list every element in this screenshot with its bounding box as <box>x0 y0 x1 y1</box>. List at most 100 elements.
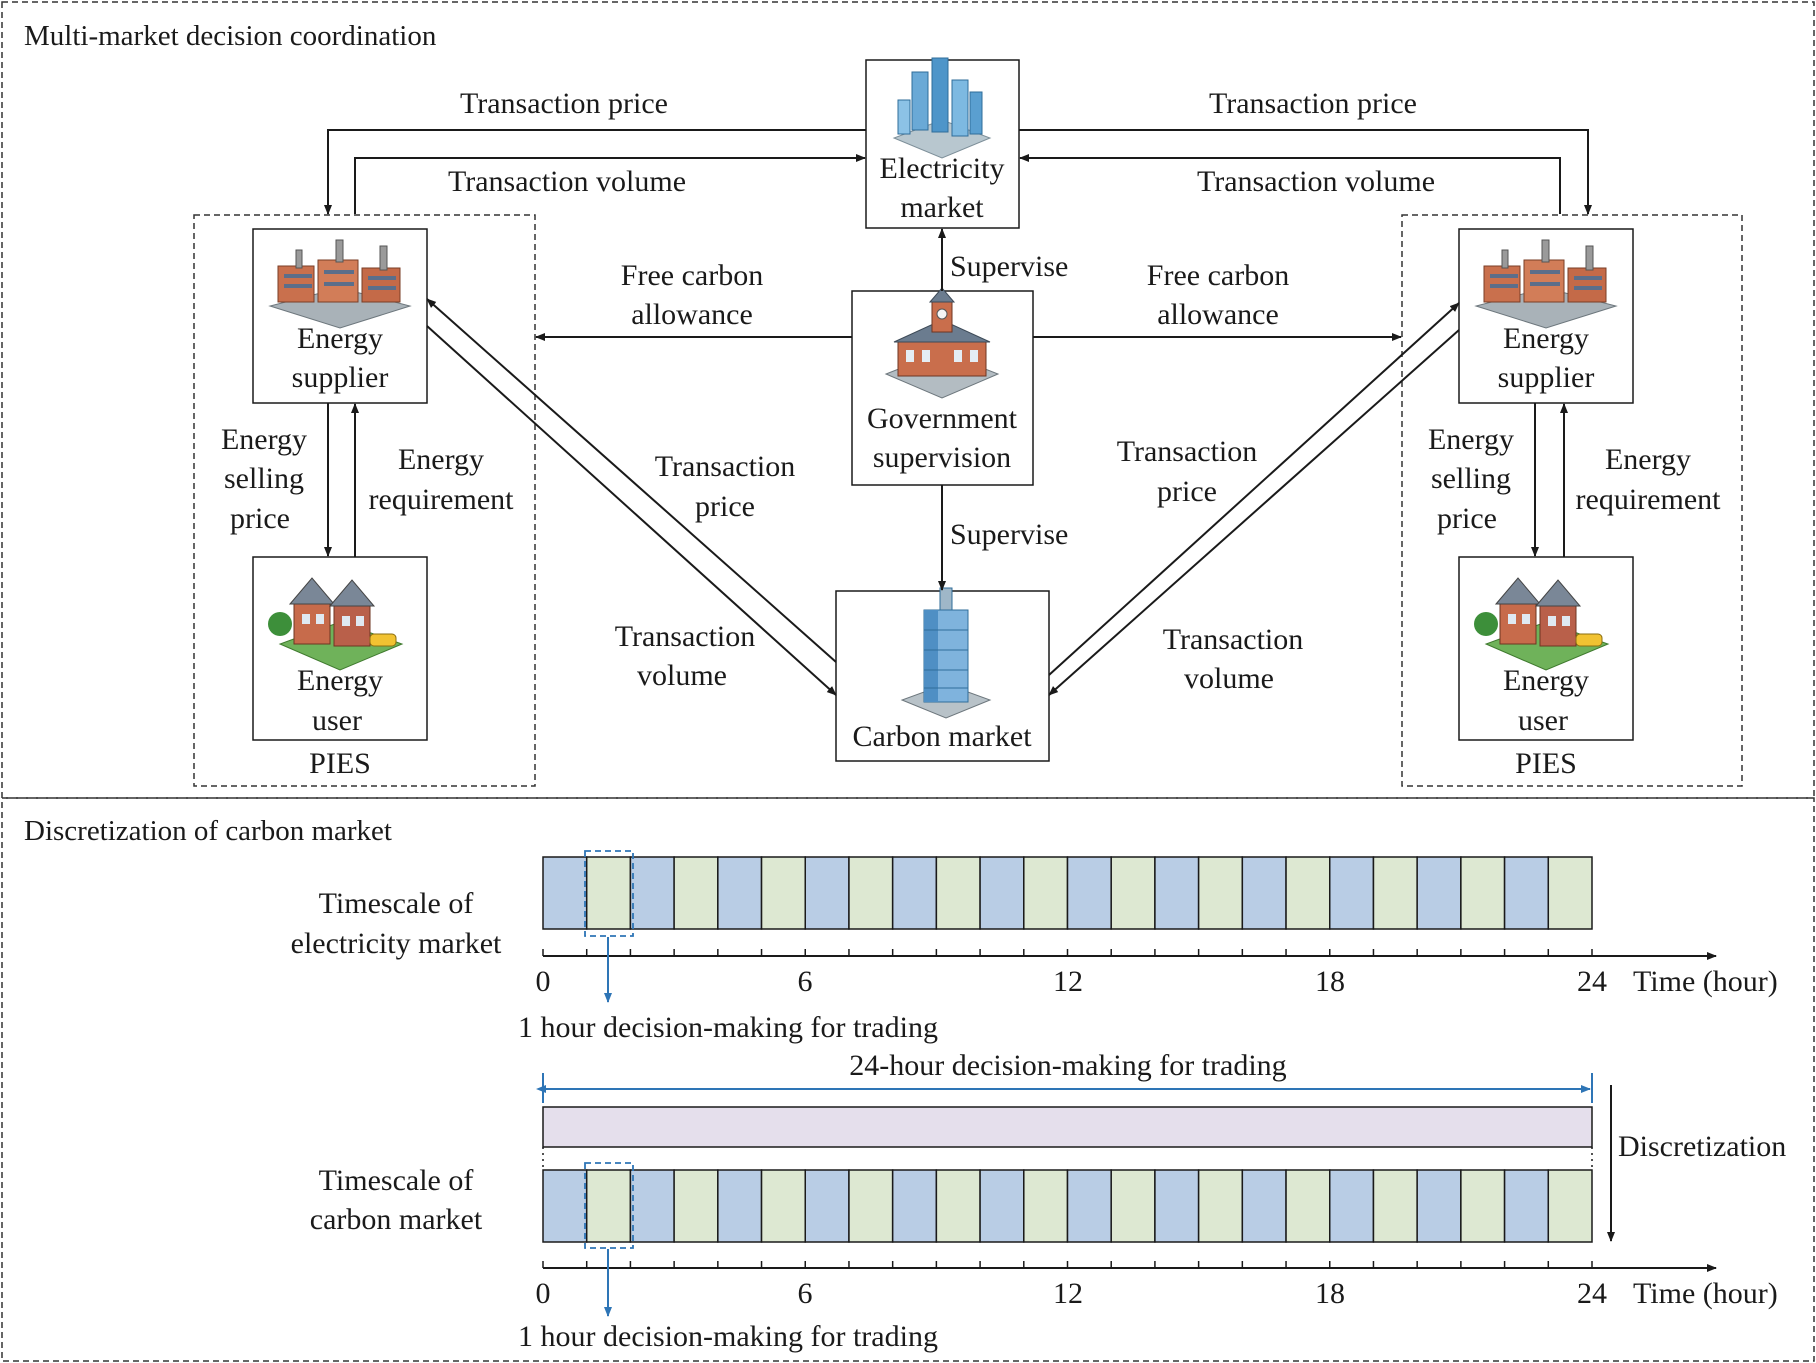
carbon-tick-12: 12 <box>1053 1277 1083 1310</box>
carbon-axis-label: Time (hour) <box>1633 1277 1778 1310</box>
electricity-hour-cell-13 <box>1066 856 1112 930</box>
electricity-hour-cell-3 <box>629 856 675 930</box>
label-right-selling-1: Energy <box>1428 423 1514 456</box>
label-free-left-2: allowance <box>631 298 753 331</box>
label-diag-left-price-1: Transaction <box>655 450 796 483</box>
bottom-section-frame <box>1 797 1815 1362</box>
carbon-hour-cell-11 <box>979 1169 1025 1243</box>
label-diag-right-volume-1: Transaction <box>1163 623 1304 656</box>
label-free-right-2: allowance <box>1157 298 1279 331</box>
label-top-left-price: Transaction price <box>460 87 668 120</box>
arrow-left-price <box>324 129 866 215</box>
carbon-hour-cell-1 <box>542 1169 588 1243</box>
electricity-timescale-label-2: electricity market <box>291 927 502 960</box>
carbon-hour-cell-4 <box>673 1169 719 1243</box>
carbon-hour-cell-19 <box>1329 1169 1375 1243</box>
government-label-1: Government <box>867 402 1018 435</box>
electricity-hour-cell-23 <box>1503 856 1550 930</box>
electricity-hour-cell-12 <box>1023 856 1069 930</box>
label-top-right-price: Transaction price <box>1209 87 1417 120</box>
electricity-axis-label: Time (hour) <box>1633 965 1778 998</box>
label-top-right-volume: Transaction volume <box>1197 165 1435 198</box>
carbon-hour-cell-9 <box>891 1169 938 1243</box>
electricity-market-label-1: Electricity <box>880 152 1005 185</box>
carbon-hour-cell-8 <box>848 1169 894 1243</box>
carbon-timescale-label-1: Timescale of <box>319 1164 474 1197</box>
electricity-hour-cell-6 <box>760 856 807 930</box>
electricity-tick-6: 6 <box>798 965 813 998</box>
electricity-hour-cell-24 <box>1547 856 1593 930</box>
carbon-hour-cell-21 <box>1416 1169 1462 1243</box>
carbon-tick-0: 0 <box>536 1277 551 1310</box>
electricity-hour-cell-15 <box>1154 856 1200 930</box>
left-user-label-1: Energy <box>297 664 383 697</box>
electricity-timescale-label-1: Timescale of <box>319 887 474 920</box>
left-energy-supplier-node: Energy supplier <box>252 228 428 404</box>
electricity-one-hour-highlight <box>584 850 634 937</box>
electricity-hour-cell-21 <box>1416 856 1462 930</box>
arrow-diag-left-volume <box>426 325 837 696</box>
arrow-right-volume <box>1019 154 1561 214</box>
electricity-hour-cell-2 <box>585 856 632 930</box>
right-supplier-label-2: supplier <box>1498 361 1595 394</box>
arrow-right-price <box>1019 129 1592 215</box>
electricity-tick-12: 12 <box>1053 965 1083 998</box>
label-diag-right-price-2: price <box>1157 475 1217 508</box>
right-supplier-label-1: Energy <box>1503 322 1589 355</box>
electricity-one-hour-note: 1 hour decision-making for trading <box>518 1011 938 1044</box>
label-right-requirement-2: requirement <box>1576 483 1722 516</box>
right-user-label-2: user <box>1518 704 1568 737</box>
label-left-selling-2: selling <box>224 462 304 495</box>
carbon-tick-24: 24 <box>1577 1277 1607 1310</box>
right-energy-user-node: Energy user <box>1458 556 1634 741</box>
label-free-right-1: Free carbon <box>1147 259 1289 292</box>
label-left-requirement-1: Energy <box>398 443 484 476</box>
label-supervise-down: Supervise <box>950 518 1068 551</box>
electricity-hour-cell-18 <box>1285 856 1331 930</box>
arrow-diag-right-price <box>1048 302 1460 676</box>
carbon-axis-ticks <box>542 1261 1593 1268</box>
electricity-hour-cell-16 <box>1197 856 1244 930</box>
left-supplier-label-1: Energy <box>297 322 383 355</box>
government-label-2: supervision <box>873 441 1011 474</box>
left-user-label-2: user <box>312 704 362 737</box>
carbon-hour-cell-23 <box>1503 1169 1550 1243</box>
government-node: Government supervision <box>851 287 1034 486</box>
carbon-hour-cell-3 <box>629 1169 675 1243</box>
electricity-market-label-2: market <box>900 191 984 224</box>
carbon-hour-cell-5 <box>717 1169 763 1243</box>
carbon-hour-cell-22 <box>1460 1169 1506 1243</box>
carbon-hour-cell-16 <box>1197 1169 1244 1243</box>
right-pies-group <box>1401 214 1743 787</box>
electricity-axis-ticks <box>542 949 1593 956</box>
carbon-day-band <box>542 1106 1593 1148</box>
label-supervise-up: Supervise <box>950 250 1068 283</box>
carbon-hour-cell-10 <box>935 1169 981 1243</box>
electricity-hour-cell-19 <box>1329 856 1375 930</box>
electricity-tick-18: 18 <box>1315 965 1345 998</box>
carbon-hour-cell-7 <box>804 1169 850 1243</box>
electricity-hour-cell-1 <box>542 856 588 930</box>
label-right-selling-2: selling <box>1431 462 1511 495</box>
electricity-hour-cell-14 <box>1110 856 1156 930</box>
label-right-requirement-1: Energy <box>1605 443 1691 476</box>
left-energy-user-node: Energy user <box>252 556 428 741</box>
label-diag-right-volume-2: volume <box>1184 662 1274 695</box>
carbon-tick-18: 18 <box>1315 1277 1345 1310</box>
electricity-hour-cell-10 <box>935 856 981 930</box>
left-pies-label: PIES <box>309 747 371 780</box>
arrow-diag-left-price <box>426 298 837 663</box>
electricity-hour-cell-4 <box>673 856 719 930</box>
label-diag-left-volume-1: Transaction <box>615 620 756 653</box>
carbon-tick-6: 6 <box>798 1277 813 1310</box>
label-right-selling-3: price <box>1437 502 1497 535</box>
left-supplier-label-2: supplier <box>292 361 389 394</box>
carbon-one-hour-note: 1 hour decision-making for trading <box>518 1320 938 1353</box>
carbon-market-label: Carbon market <box>852 720 1032 753</box>
electricity-hour-cell-17 <box>1241 856 1287 930</box>
arrow-left-volume <box>354 154 866 214</box>
carbon-hour-cell-6 <box>760 1169 807 1243</box>
right-pies-label: PIES <box>1515 747 1577 780</box>
arrow-diag-right-volume <box>1048 329 1460 696</box>
